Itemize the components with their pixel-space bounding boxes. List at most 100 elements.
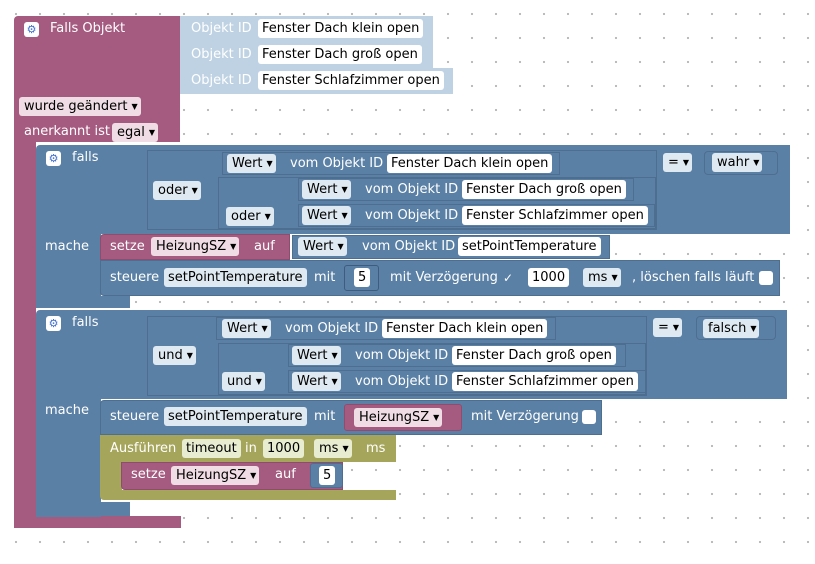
delay-label: mit Verzögerung bbox=[390, 270, 498, 285]
chevron-down-icon: ▼ bbox=[266, 159, 273, 168]
trigger-footer bbox=[14, 516, 181, 528]
chevron-down-icon: ▼ bbox=[148, 128, 155, 137]
if2-falls-label: falls bbox=[72, 315, 99, 330]
if1-or-dropdown-2[interactable]: oder▼ bbox=[226, 207, 274, 226]
unit-value: ms bbox=[319, 441, 339, 456]
objectid-field-3[interactable]: Fenster Schlafzimmer open bbox=[258, 71, 444, 90]
if2-timeout-name-field[interactable]: timeout bbox=[182, 439, 241, 458]
if2-control-var-dropdown[interactable]: HeizungSZ▼ bbox=[354, 408, 443, 427]
clear-label: , löschen falls läuft bbox=[632, 270, 755, 285]
chevron-down-icon: ▼ bbox=[433, 413, 440, 422]
unit-label: ms bbox=[366, 441, 386, 456]
if2-timeout-footer bbox=[100, 490, 396, 500]
chevron-down-icon: ▼ bbox=[255, 377, 262, 386]
if2-bool-dropdown[interactable]: falsch▼ bbox=[703, 319, 760, 338]
var-value: HeizungSZ bbox=[176, 468, 247, 483]
bool-value: falsch bbox=[708, 321, 747, 336]
control-label: steuere bbox=[110, 409, 160, 424]
if1-or-value-2: oder bbox=[231, 209, 261, 224]
chevron-down-icon: ▼ bbox=[342, 444, 349, 453]
var-value: HeizungSZ bbox=[156, 239, 227, 254]
if1-unit-dropdown[interactable]: ms▼ bbox=[583, 268, 621, 287]
timeout-label: Ausführen bbox=[110, 441, 177, 456]
if2-compare-dropdown[interactable]: =▼ bbox=[653, 318, 683, 337]
if2-set-value-field[interactable]: 5 bbox=[319, 466, 336, 485]
trigger-title: Falls Objekt bbox=[50, 21, 126, 36]
if2-delay-checkbox[interactable] bbox=[582, 410, 596, 424]
if1-set-wert-dropdown[interactable]: Wert▼ bbox=[298, 237, 347, 256]
chevron-down-icon: ▼ bbox=[186, 351, 193, 360]
if2-spine bbox=[36, 397, 101, 517]
vom-label: vom Objekt ID bbox=[355, 374, 449, 389]
set-label: setze bbox=[110, 239, 145, 254]
if1-cond2-wert-dropdown[interactable]: Wert▼ bbox=[302, 180, 351, 199]
if2-cond3-id-field[interactable]: Fenster Schlafzimmer open bbox=[452, 372, 638, 391]
control-label: steuere bbox=[110, 270, 160, 285]
changed-dropdown[interactable]: wurde geändert▼ bbox=[19, 97, 141, 116]
if2-cond1-wert-dropdown[interactable]: Wert▼ bbox=[222, 319, 271, 338]
if2-cond3-wert-dropdown[interactable]: Wert▼ bbox=[292, 372, 341, 391]
if1-falls-label: falls bbox=[72, 150, 99, 165]
chevron-down-icon: ▼ bbox=[753, 158, 760, 167]
if2-cond2-id-field[interactable]: Fenster Dach groß open bbox=[452, 346, 616, 365]
vom-label: vom Objekt ID bbox=[365, 208, 459, 223]
if1-set-var-dropdown[interactable]: HeizungSZ▼ bbox=[151, 237, 240, 256]
ack-label: anerkannt ist bbox=[24, 124, 111, 139]
if2-and-dropdown-2[interactable]: und▼ bbox=[222, 372, 265, 391]
vom-label: vom Objekt ID bbox=[362, 239, 456, 254]
mit-label: mit bbox=[314, 270, 336, 285]
gear-icon[interactable]: ⚙ bbox=[46, 316, 61, 331]
wert-value: Wert bbox=[297, 348, 328, 363]
if1-cond2-id-field[interactable]: Fenster Dach groß open bbox=[462, 180, 626, 199]
chevron-down-icon: ▼ bbox=[341, 185, 348, 194]
if1-footer bbox=[36, 296, 130, 308]
if1-delay-value-field[interactable]: 1000 bbox=[528, 268, 570, 287]
chevron-down-icon: ▼ bbox=[261, 324, 268, 333]
if1-or-value: oder bbox=[158, 183, 188, 198]
if1-set-id-field[interactable]: setPointTemperature bbox=[458, 237, 601, 256]
if1-cond1-wert-dropdown[interactable]: Wert▼ bbox=[227, 154, 276, 173]
gear-icon[interactable]: ⚙ bbox=[24, 22, 39, 37]
chevron-down-icon: ▼ bbox=[341, 211, 348, 220]
if2-cond1-id-field[interactable]: Fenster Dach klein open bbox=[382, 319, 548, 338]
trigger-spine bbox=[14, 140, 36, 528]
objectid-field-2[interactable]: Fenster Dach groß open bbox=[258, 45, 422, 64]
chevron-down-icon: ▼ bbox=[337, 242, 344, 251]
if1-control-target-field[interactable]: setPointTemperature bbox=[164, 268, 307, 287]
if1-compare-dropdown[interactable]: =▼ bbox=[663, 153, 693, 172]
ack-dropdown[interactable]: egal▼ bbox=[112, 123, 158, 142]
if2-mache-label: mache bbox=[45, 403, 90, 418]
chevron-down-icon: ▼ bbox=[331, 377, 338, 386]
if2-set-var-dropdown[interactable]: HeizungSZ▼ bbox=[171, 466, 260, 485]
if1-clear-checkbox[interactable] bbox=[759, 271, 773, 285]
if2-timeout-unit-dropdown[interactable]: ms▼ bbox=[314, 439, 352, 458]
set-label: setze bbox=[131, 467, 166, 482]
if1-cond3-id-field[interactable]: Fenster Schlafzimmer open bbox=[462, 206, 648, 225]
chevron-down-icon: ▼ bbox=[264, 212, 271, 221]
if1-bool-dropdown[interactable]: wahr▼ bbox=[712, 153, 763, 172]
ack-dropdown-value: egal bbox=[117, 125, 145, 140]
chevron-down-icon: ▼ bbox=[750, 324, 757, 333]
if2-and-dropdown[interactable]: und▼ bbox=[153, 346, 196, 365]
objectid-field-1[interactable]: Fenster Dach klein open bbox=[258, 19, 424, 38]
auf-label: auf bbox=[254, 239, 275, 254]
if1-or-dropdown[interactable]: oder▼ bbox=[153, 181, 201, 200]
compare-value: = bbox=[668, 155, 679, 170]
vom-label: vom Objekt ID bbox=[290, 156, 384, 171]
chevron-down-icon: ▼ bbox=[191, 186, 198, 195]
if1-cond3-wert-dropdown[interactable]: Wert▼ bbox=[302, 206, 351, 225]
changed-dropdown-value: wurde geändert bbox=[24, 99, 128, 114]
if1-control-value-field[interactable]: 5 bbox=[354, 268, 371, 287]
chevron-down-icon: ▼ bbox=[672, 323, 680, 332]
gear-icon[interactable]: ⚙ bbox=[46, 151, 61, 166]
vom-label: vom Objekt ID bbox=[355, 348, 449, 363]
if1-cond1-id-field[interactable]: Fenster Dach klein open bbox=[387, 154, 553, 173]
if1-delay-checkbox[interactable]: ✓ bbox=[502, 271, 514, 285]
wert-value: Wert bbox=[307, 182, 338, 197]
if2-cond2-wert-dropdown[interactable]: Wert▼ bbox=[292, 346, 341, 365]
in-label: in bbox=[245, 441, 257, 456]
if2-timeout-value-field[interactable]: 1000 bbox=[263, 439, 305, 458]
if2-control-target-field[interactable]: setPointTemperature bbox=[164, 407, 307, 426]
var-value: HeizungSZ bbox=[359, 410, 430, 425]
mit-label: mit bbox=[314, 409, 336, 424]
